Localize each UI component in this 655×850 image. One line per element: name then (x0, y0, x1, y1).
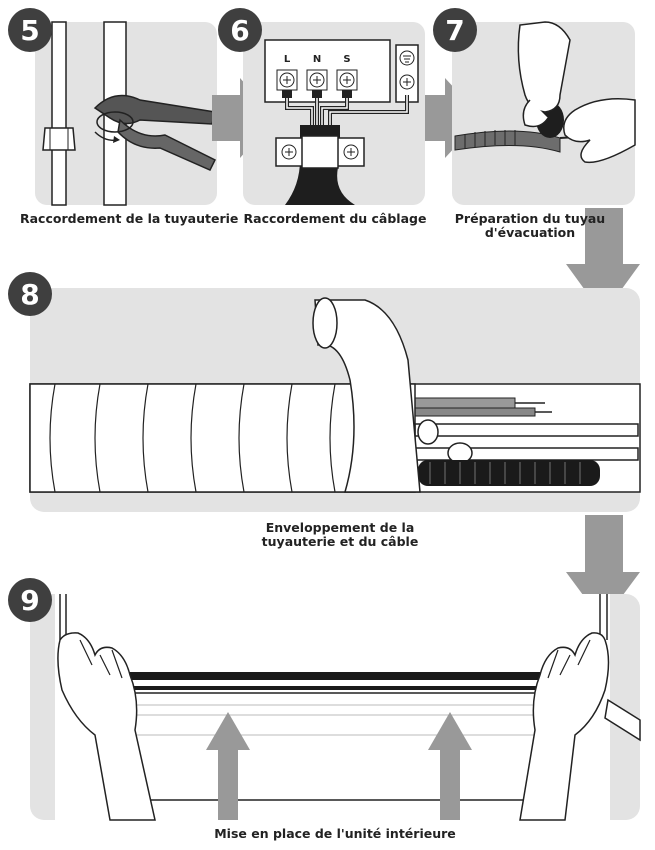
step-9-number: 9 (20, 584, 39, 617)
step-6-panel (243, 22, 425, 205)
step-8-caption-line2: tuyauterie et du câble (261, 534, 419, 549)
step-5-number: 5 (20, 14, 39, 47)
step-7-panel (452, 21, 636, 205)
step-8-number: 8 (20, 278, 39, 311)
step-6-caption: Raccordement du câblage (243, 211, 427, 226)
step-8-panel (29, 288, 641, 512)
step-9-caption: Mise en place de l'unité intérieure (214, 826, 456, 841)
step-8-badge (8, 272, 52, 316)
step-5-caption: Raccordement de la tuyauterie (20, 211, 239, 226)
step-5-badge (8, 8, 52, 52)
step-7-caption-line2: d'évacuation (484, 225, 576, 240)
step-6-badge (218, 8, 262, 52)
step-7-caption-line1: Préparation du tuyau (454, 211, 606, 226)
step-7-badge (433, 8, 477, 52)
step-5-panel (35, 21, 217, 206)
step-7-caption: Préparation du tuyau d'évacuation (430, 212, 630, 240)
step-9-panel (30, 594, 641, 821)
step-6-number: 6 (230, 14, 249, 47)
terminal-label-n: N (313, 54, 321, 65)
step-8-caption-line1: Enveloppement de la (265, 520, 415, 535)
terminal-label-s: S (343, 54, 350, 65)
step-9-badge (8, 578, 52, 622)
terminal-label-l: L (284, 54, 291, 65)
step-7-number: 7 (445, 14, 464, 47)
step-8-caption: Enveloppement de la tuyauterie et du câb… (225, 521, 455, 549)
